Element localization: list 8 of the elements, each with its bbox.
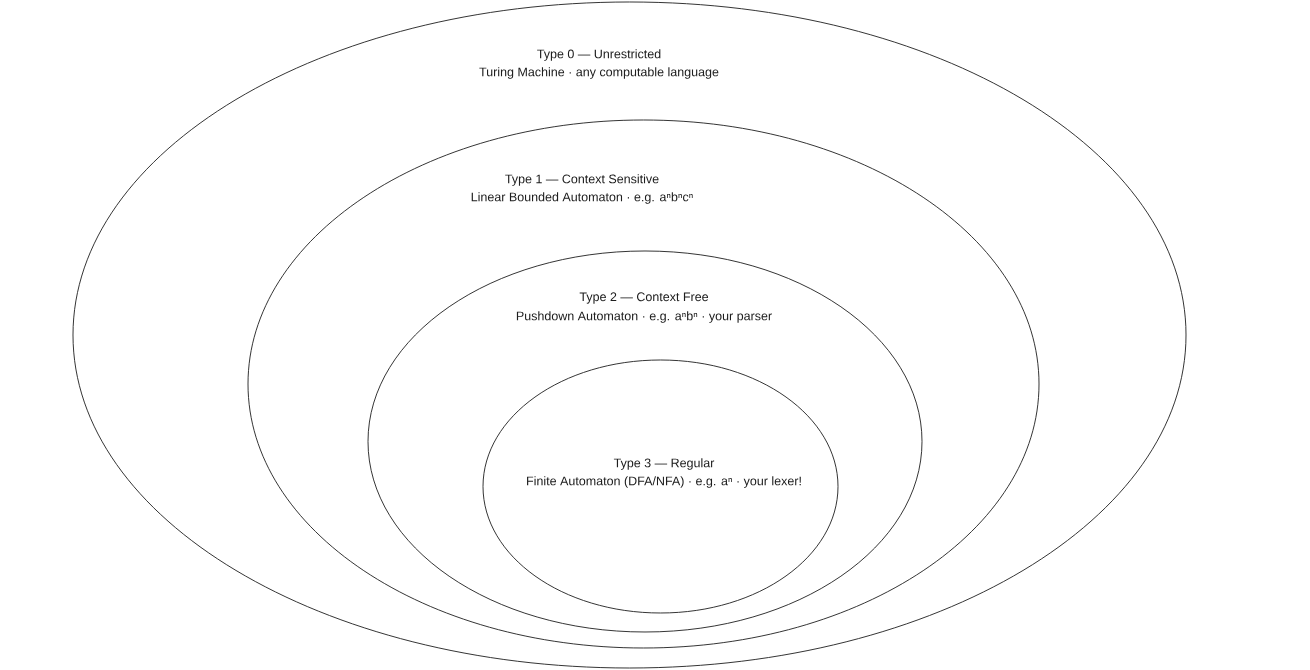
region-description: Finite Automaton (DFA/NFA) · e.g. aⁿ · your lexer! — [527, 476, 801, 488]
region-heading: Type 2 — Context Free — [579, 292, 709, 304]
region-description: Linear Bounded Automaton · e.g. aⁿbⁿcⁿ — [471, 192, 693, 204]
region-heading: Type 0 — Unrestricted — [537, 49, 661, 61]
region-description: Pushdown Automaton · e.g. aⁿbⁿ · your parser — [516, 311, 772, 323]
region-description: Turing Machine · any computable language — [479, 67, 719, 79]
region-heading: Type 1 — Context Sensitive — [505, 174, 659, 186]
region-heading: Type 3 — Regular — [613, 458, 715, 470]
